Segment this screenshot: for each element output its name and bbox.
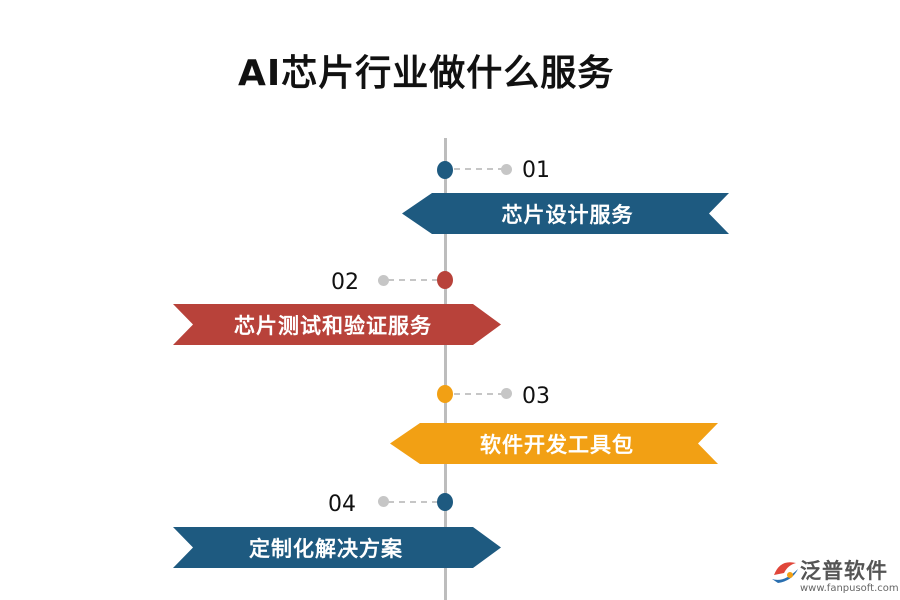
item-number-01: 01 (522, 158, 550, 183)
item-label-02: 芯片测试和验证服务 (234, 313, 432, 338)
logo-name: 泛普软件 (800, 559, 888, 583)
item-banner-03: 软件开发工具包 (390, 423, 718, 464)
connector-03 (454, 393, 504, 395)
timeline-dot-01 (437, 161, 453, 179)
timeline-dot-03 (437, 385, 453, 403)
item-banner-01: 芯片设计服务 (402, 193, 729, 234)
item-label-01: 芯片设计服务 (501, 202, 634, 227)
connector-02 (388, 279, 438, 281)
item-banner-04: 定制化解决方案 (173, 527, 501, 568)
connector-04 (388, 501, 438, 503)
page-title: AI芯片行业做什么服务 (238, 53, 615, 94)
logo-url: www.fanpusoft.com (800, 583, 899, 594)
connector-end-dot-02 (378, 275, 389, 286)
item-banner-02: 芯片测试和验证服务 (173, 304, 501, 345)
timeline-axis (444, 138, 447, 600)
item-number-03: 03 (522, 384, 550, 409)
timeline-dot-02 (437, 271, 453, 289)
connector-01 (454, 168, 504, 170)
timeline-dot-04 (437, 493, 453, 511)
item-label-04: 定制化解决方案 (249, 536, 403, 561)
item-label-03: 软件开发工具包 (480, 432, 634, 457)
fanpu-logo-icon (772, 562, 798, 583)
item-number-04: 04 (328, 492, 356, 517)
connector-end-dot-01 (501, 164, 512, 175)
item-number-02: 02 (331, 270, 359, 295)
connector-end-dot-03 (501, 388, 512, 399)
connector-end-dot-04 (378, 496, 389, 507)
brand-logo: 泛普软件 www.fanpusoft.com (770, 553, 899, 597)
